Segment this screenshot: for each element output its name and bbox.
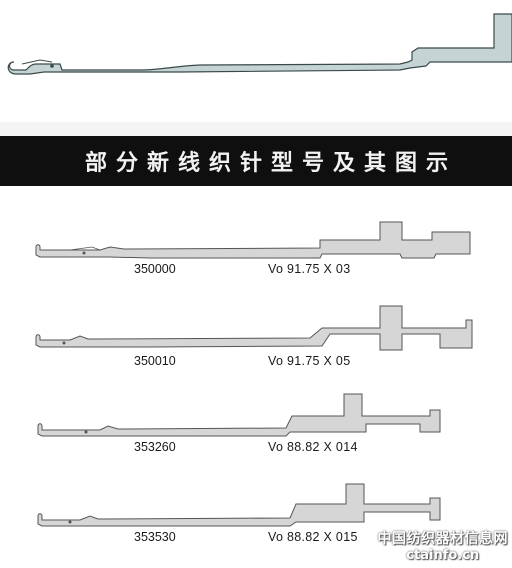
needle-code: 350000 [134, 262, 176, 276]
top-needle-drawing [7, 13, 512, 75]
needle-code: 350010 [134, 354, 176, 368]
needle-model: Vo 88.82 X 015 [268, 530, 358, 544]
needle-item-1: 350000 Vo 91.75 X 03 [0, 208, 512, 298]
top-needle-image-panel [0, 0, 512, 123]
needle-drawing-2 [35, 305, 473, 351]
needle-item-4: 353530 Vo 88.82 X 015 [0, 478, 512, 568]
needle-item-2: 350010 Vo 91.75 X 05 [0, 296, 512, 386]
needle-drawing-4 [37, 483, 441, 527]
needle-code: 353530 [134, 530, 176, 544]
needle-code: 353260 [134, 440, 176, 454]
needle-catalog: 350000 Vo 91.75 X 03 350010 Vo 91.75 X 0… [0, 186, 512, 567]
needle-model: Vo 91.75 X 03 [268, 262, 351, 276]
banner-title: 部分新线织针型号及其图示 [84, 150, 457, 176]
needle-drawing-3 [37, 393, 441, 437]
needle-model: Vo 91.75 X 05 [268, 354, 351, 368]
title-banner: 部分新线织针型号及其图示 [0, 136, 512, 186]
needle-drawing-1 [35, 221, 471, 259]
needle-item-3: 353260 Vo 88.82 X 014 [0, 386, 512, 476]
needle-model: Vo 88.82 X 014 [268, 440, 358, 454]
section-gap [0, 122, 512, 136]
